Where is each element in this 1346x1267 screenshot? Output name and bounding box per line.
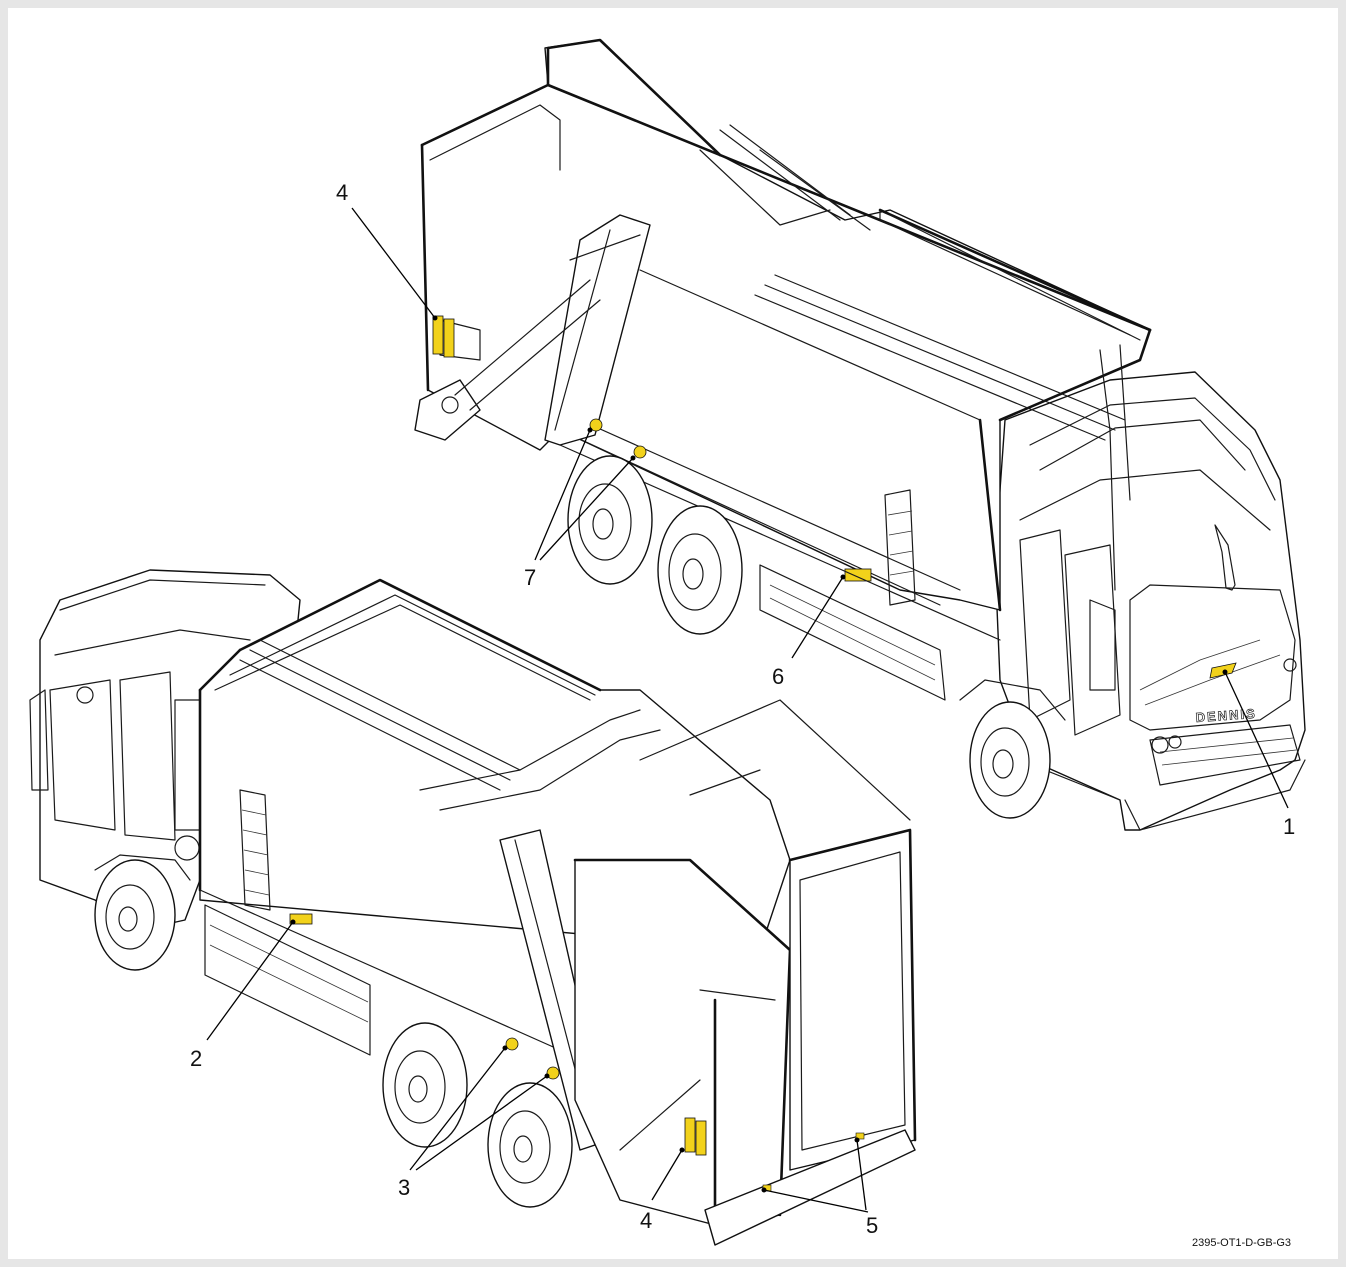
- cab-brand-text: DENNIS: [1195, 706, 1257, 725]
- callout-5: 5: [866, 1213, 878, 1238]
- side-decal-7b: [633, 445, 647, 459]
- side-decal-3b: [546, 1066, 560, 1080]
- top-rear-decal-b: [443, 318, 455, 358]
- callout-1: 1: [1283, 814, 1295, 839]
- callouts: 1 2 3 4 4 5 6 7: [190, 180, 1295, 1238]
- leader-1: [1224, 671, 1289, 809]
- callout-3: 3: [398, 1175, 410, 1200]
- bottom-truck-chassis: [204, 904, 573, 1208]
- leader-4-top: [351, 207, 436, 319]
- leader-3b: [415, 1075, 548, 1171]
- side-decal-7a: [589, 418, 603, 432]
- leader-lines: [206, 207, 1289, 1213]
- top-truck: DENNIS: [414, 38, 1306, 831]
- leader-3a: [409, 1047, 506, 1171]
- callout-6: 6: [772, 664, 784, 689]
- callout-4-bottom: 4: [640, 1208, 652, 1233]
- bottom-rear-decal-b: [695, 1120, 707, 1156]
- leader-2: [206, 921, 294, 1041]
- leader-4-bottom: [651, 1149, 683, 1201]
- top-truck-chassis: [559, 444, 1001, 701]
- leader-7b: [539, 457, 634, 561]
- figure-reference: 2395-OT1-D-GB-G3: [1192, 1237, 1291, 1249]
- leader-6: [791, 576, 844, 659]
- bottom-rear-decal-a: [684, 1117, 696, 1153]
- top-rear-decal-a: [432, 315, 444, 355]
- side-decal-3a: [505, 1037, 519, 1051]
- leader-5b: [856, 1139, 867, 1211]
- top-truck-cab: DENNIS: [959, 371, 1306, 831]
- top-truck-body: [414, 38, 1152, 612]
- bottom-truck-body: [198, 578, 917, 1246]
- side-decal-6: [844, 568, 872, 582]
- callout-7: 7: [524, 565, 536, 590]
- side-decal-2: [289, 913, 313, 925]
- callout-4-top: 4: [336, 180, 348, 205]
- callout-2: 2: [190, 1046, 202, 1071]
- leader-7a: [534, 429, 591, 561]
- leader-5a: [763, 1189, 869, 1213]
- bottom-truck: [29, 569, 917, 1246]
- rear-decal-5b: [855, 1132, 865, 1140]
